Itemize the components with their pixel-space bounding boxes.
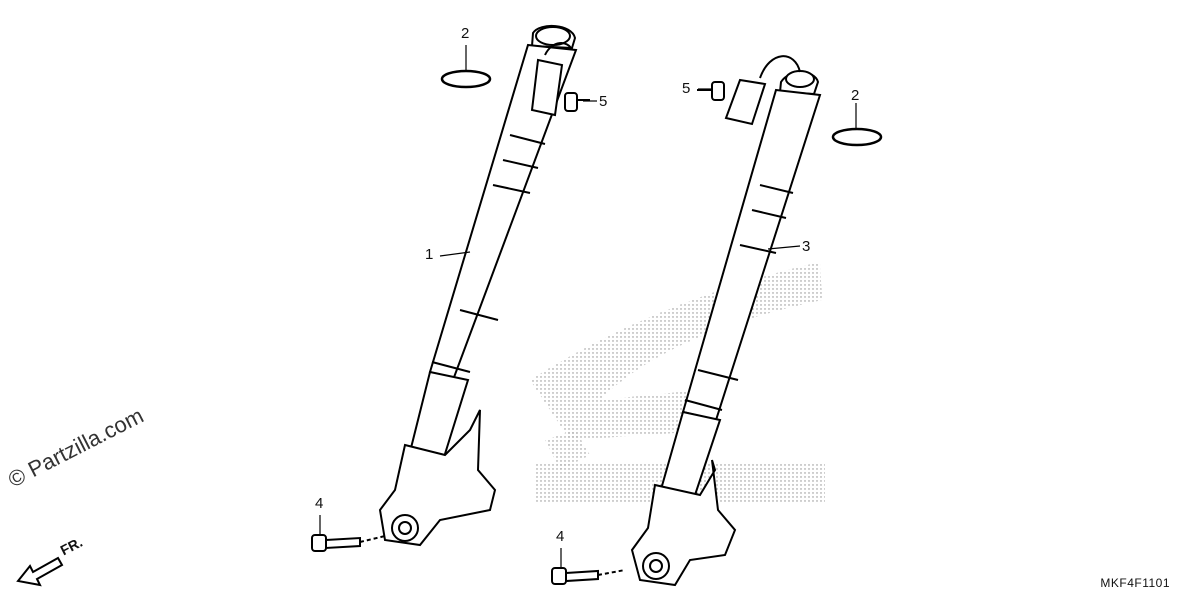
leader-lines <box>319 45 857 568</box>
callout-5-right: 5 <box>682 80 691 97</box>
left-fork-leg <box>378 25 578 547</box>
right-axle-bolt <box>551 567 626 585</box>
front-direction-arrow <box>16 556 64 587</box>
callout-4-right: 4 <box>556 528 565 545</box>
left-axle-bolt <box>311 534 386 552</box>
left-clip <box>564 92 590 112</box>
left-o-ring <box>440 69 492 89</box>
callout-2-left: 2 <box>461 25 470 42</box>
right-o-ring <box>831 127 883 147</box>
callout-4-left: 4 <box>315 495 324 512</box>
callout-2-right: 2 <box>851 87 860 104</box>
callout-1: 1 <box>425 246 434 263</box>
callout-3: 3 <box>802 238 811 255</box>
right-clip <box>697 81 725 101</box>
diagram-code: MKF4F1101 <box>1100 576 1170 590</box>
right-fork-leg <box>630 55 822 587</box>
callout-5-left: 5 <box>599 93 608 110</box>
